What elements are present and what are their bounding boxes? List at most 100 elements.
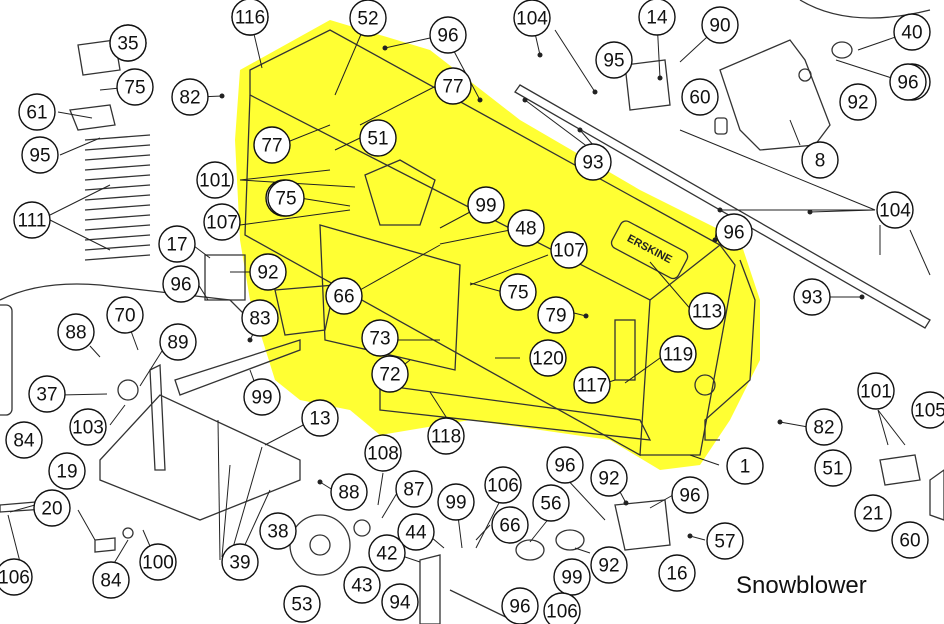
callout-92: 92 bbox=[590, 459, 628, 497]
diagram-caption: Snowblower bbox=[736, 572, 867, 599]
callout-label: 96 bbox=[897, 73, 918, 94]
callout-52: 52 bbox=[349, 0, 387, 37]
callout-72: 72 bbox=[371, 355, 409, 393]
callout-label: 82 bbox=[813, 418, 834, 439]
spring-stack bbox=[84, 134, 151, 261]
callout-106: 106 bbox=[0, 558, 33, 596]
callout-42: 42 bbox=[368, 534, 406, 572]
callout-label: 16 bbox=[666, 564, 687, 585]
callout-label: 93 bbox=[582, 153, 603, 174]
callout-label: 8 bbox=[815, 151, 826, 172]
callout-label: 100 bbox=[142, 553, 174, 574]
callout-label: 92 bbox=[847, 93, 868, 114]
callout-label: 116 bbox=[235, 8, 265, 29]
callout-66: 66 bbox=[325, 277, 363, 315]
callout-101: 101 bbox=[857, 372, 895, 410]
callout-label: 96 bbox=[170, 275, 191, 296]
callout-label: 119 bbox=[663, 345, 693, 366]
callout-95: 95 bbox=[595, 41, 633, 79]
callout-51: 51 bbox=[814, 449, 852, 487]
callout-label: 14 bbox=[646, 8, 668, 29]
fastener-dots bbox=[219, 45, 865, 539]
callout-101: 101 bbox=[196, 161, 234, 199]
callout-label: 75 bbox=[275, 189, 296, 210]
callout-label: 104 bbox=[516, 9, 548, 30]
callout-75: 75 bbox=[267, 179, 305, 217]
callout-1: 1 bbox=[726, 447, 764, 485]
callout-75: 75 bbox=[116, 68, 154, 106]
callout-117: 117 bbox=[573, 366, 611, 404]
callout-label: 111 bbox=[18, 211, 47, 232]
callout-105: 105 bbox=[911, 391, 944, 429]
callout-88: 88 bbox=[330, 473, 368, 511]
callout-70: 70 bbox=[106, 296, 144, 334]
callout-label: 77 bbox=[442, 77, 463, 98]
callout-label: 38 bbox=[267, 522, 288, 543]
callout-79: 79 bbox=[537, 296, 575, 334]
callout-label: 70 bbox=[114, 306, 135, 327]
callout-61: 61 bbox=[18, 93, 56, 131]
callout-83: 83 bbox=[241, 299, 279, 337]
callout-96: 96 bbox=[671, 476, 709, 514]
callout-label: 101 bbox=[199, 171, 231, 192]
callout-111: 111 bbox=[13, 201, 51, 239]
callout-106: 106 bbox=[543, 592, 581, 624]
three-point-frame bbox=[99, 339, 301, 521]
callout-108: 108 bbox=[364, 434, 402, 472]
callout-label: 108 bbox=[367, 444, 399, 465]
callout-106: 106 bbox=[484, 466, 522, 504]
callout-84: 84 bbox=[5, 421, 43, 459]
callout-label: 105 bbox=[914, 401, 944, 422]
callout-95: 95 bbox=[21, 136, 59, 174]
callout-14: 14 bbox=[638, 0, 676, 36]
callout-93: 93 bbox=[574, 143, 612, 181]
callout-label: 79 bbox=[545, 306, 566, 327]
callout-label: 120 bbox=[532, 349, 564, 370]
callout-75: 75 bbox=[499, 273, 537, 311]
callout-96: 96 bbox=[501, 587, 539, 624]
callout-51: 51 bbox=[359, 119, 397, 157]
callout-87: 87 bbox=[395, 470, 433, 508]
callout-label: 107 bbox=[553, 241, 585, 262]
callout-label: 37 bbox=[36, 385, 57, 406]
callout-label: 17 bbox=[166, 235, 187, 256]
callout-label: 52 bbox=[357, 9, 378, 30]
callout-82: 82 bbox=[805, 408, 843, 446]
callout-48: 48 bbox=[507, 209, 545, 247]
callout-label: 84 bbox=[13, 431, 35, 452]
callout-label: 92 bbox=[598, 556, 619, 577]
callout-53: 53 bbox=[283, 585, 321, 623]
right-small-parts bbox=[515, 0, 944, 561]
callout-label: 20 bbox=[41, 499, 62, 520]
callout-96: 96 bbox=[715, 213, 753, 251]
callout-100: 100 bbox=[139, 543, 177, 581]
callout-label: 84 bbox=[100, 571, 122, 592]
callout-label: 44 bbox=[405, 523, 427, 544]
left-small-parts bbox=[0, 39, 261, 553]
callout-label: 75 bbox=[124, 78, 145, 99]
callout-88: 88 bbox=[57, 313, 95, 351]
callout-label: 96 bbox=[679, 486, 700, 507]
callout-label: 88 bbox=[338, 483, 359, 504]
callout-label: 89 bbox=[167, 333, 188, 354]
callout-label: 39 bbox=[229, 553, 250, 574]
callout-label: 35 bbox=[117, 34, 138, 55]
callout-57: 57 bbox=[706, 522, 744, 560]
callout-label: 92 bbox=[598, 469, 619, 490]
callout-label: 53 bbox=[291, 595, 312, 616]
callout-113: 113 bbox=[688, 292, 726, 330]
callout-66: 66 bbox=[491, 506, 529, 544]
callout-92: 92 bbox=[249, 253, 287, 291]
callout-label: 66 bbox=[499, 516, 520, 537]
callout-119: 119 bbox=[659, 335, 697, 373]
callout-label: 92 bbox=[257, 263, 278, 284]
callout-label: 13 bbox=[309, 409, 330, 430]
callout-118: 118 bbox=[427, 417, 465, 455]
callout-77: 77 bbox=[434, 67, 472, 105]
callout-44: 44 bbox=[397, 513, 435, 551]
callout-label: 93 bbox=[801, 288, 822, 309]
callout-60: 60 bbox=[681, 78, 719, 116]
callout-39: 39 bbox=[221, 543, 259, 581]
